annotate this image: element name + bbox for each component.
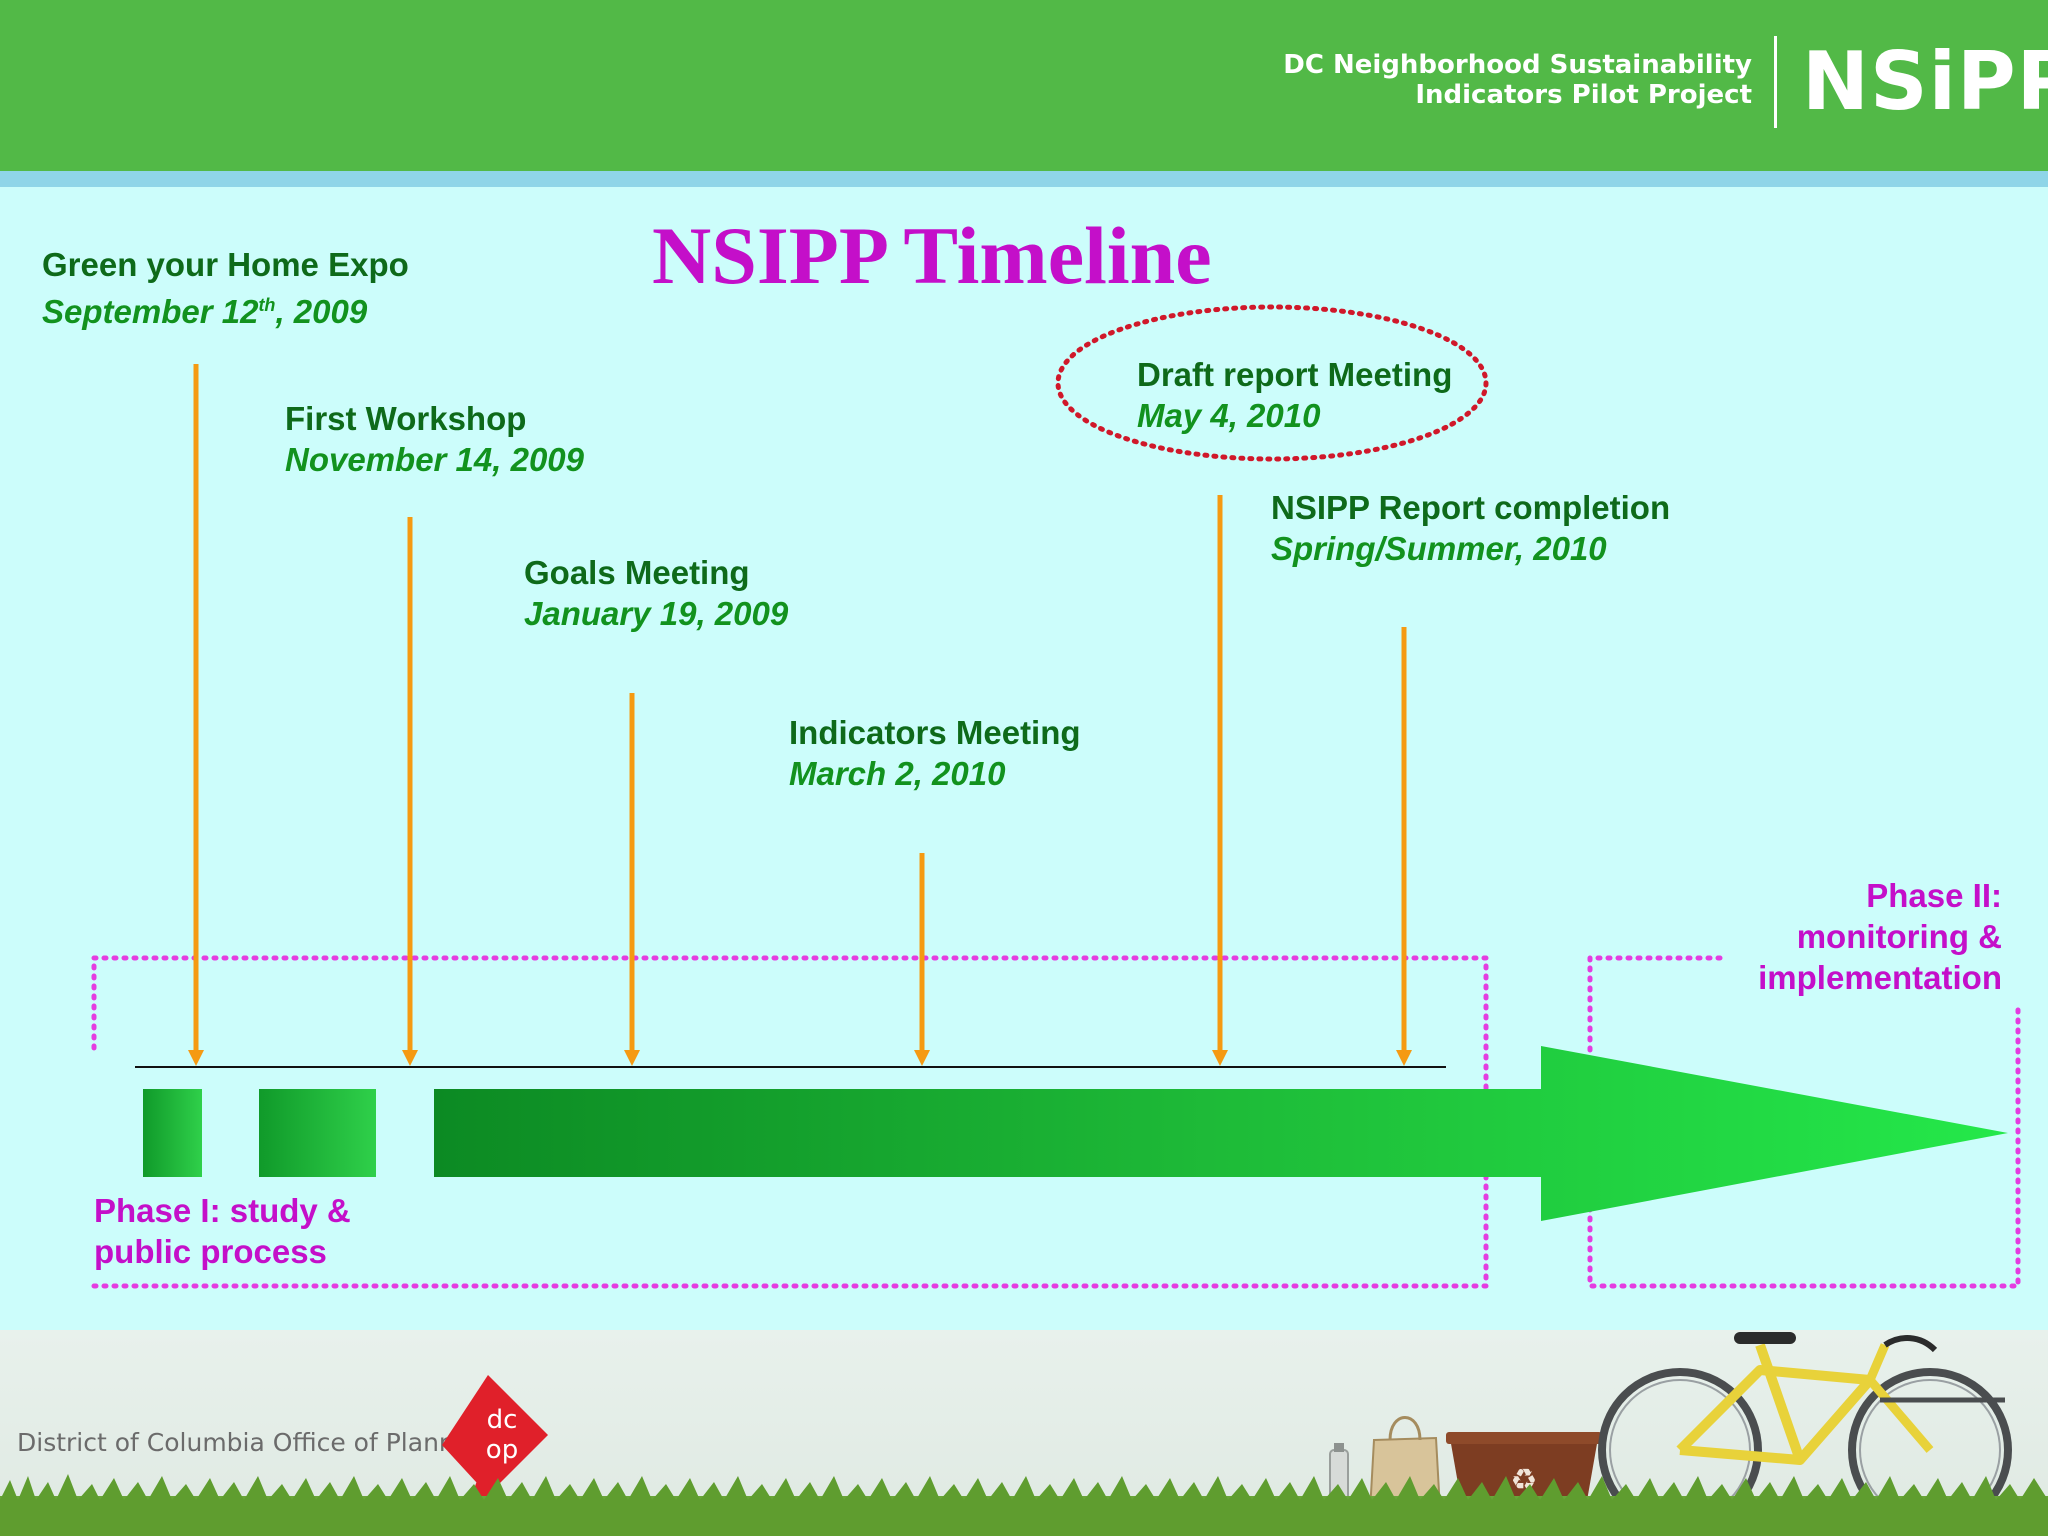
event-date: Spring/Summer, 2010 xyxy=(1271,530,1607,567)
phase2-label-line2: monitoring & xyxy=(1796,918,2002,955)
page-title: NSIPP Timeline xyxy=(652,210,1212,301)
event-date: January 19, 2009 xyxy=(524,595,789,632)
event-name: First Workshop xyxy=(285,400,527,437)
connector-arrowhead-1 xyxy=(188,1050,204,1066)
phase1-label: Phase I: study & public process xyxy=(94,1190,351,1272)
phase1-box xyxy=(91,955,1489,1289)
event-date: March 2, 2010 xyxy=(789,755,1006,792)
svg-text:op: op xyxy=(486,1435,518,1465)
phase2-label-line1: Phase II: xyxy=(1866,877,2002,914)
event-draft-report-meeting: Draft report Meeting May 4, 2010 xyxy=(1137,354,1452,436)
header-bar xyxy=(0,0,2048,171)
event-goals-meeting: Goals Meeting January 19, 2009 xyxy=(524,552,788,634)
event-indicators-meeting: Indicators Meeting March 2, 2010 xyxy=(789,712,1081,794)
event-name: NSIPP Report completion xyxy=(1271,489,1671,526)
event-name: Goals Meeting xyxy=(524,554,750,591)
event-name: Draft report Meeting xyxy=(1137,356,1453,393)
timeline-segment-2 xyxy=(259,1089,376,1177)
event-green-home-expo: Green your Home Expo September 12th, 200… xyxy=(42,244,409,332)
event-date-main: September 12 xyxy=(42,293,259,330)
timeline-segment-1 xyxy=(143,1089,202,1177)
connector-arrowhead-5 xyxy=(1212,1050,1228,1066)
phase2-box xyxy=(1587,955,2021,1289)
phase2-label-line3: implementation xyxy=(1758,959,2002,996)
footer-office-text: District of Columbia Office of Planning xyxy=(17,1428,494,1457)
dcop-logo: dc op xyxy=(442,1375,548,1500)
connector-arrowhead-3 xyxy=(624,1050,640,1066)
header-divider xyxy=(1774,36,1777,128)
grass-icon xyxy=(0,1474,2048,1536)
event-name: Indicators Meeting xyxy=(789,714,1081,751)
phase1-label-line2: public process xyxy=(94,1233,327,1270)
event-date-suffix: th xyxy=(258,295,276,315)
header-org-line2: Indicators Pilot Project xyxy=(1415,80,1752,110)
timeline-main-arrow xyxy=(434,1046,2008,1221)
event-date: November 14, 2009 xyxy=(285,441,585,478)
phase1-label-line1: Phase I: study & xyxy=(94,1192,351,1229)
highlight-ellipse xyxy=(1055,304,1489,462)
event-name: Green your Home Expo xyxy=(42,246,409,283)
nsipp-logo: NSiPP xyxy=(1802,35,2048,128)
header-accent-strip xyxy=(0,171,2048,187)
event-date: September 12th, 2009 xyxy=(42,285,409,332)
header-org-name: DC Neighborhood Sustainability Indicator… xyxy=(1283,50,1752,110)
header-org-line1: DC Neighborhood Sustainability xyxy=(1283,50,1752,80)
event-date: May 4, 2010 xyxy=(1137,397,1321,434)
event-first-workshop: First Workshop November 14, 2009 xyxy=(285,398,584,480)
connector-arrowhead-6 xyxy=(1396,1050,1412,1066)
phase2-label: Phase II: monitoring & implementation xyxy=(1758,875,2002,998)
event-report-completion: NSIPP Report completion Spring/Summer, 2… xyxy=(1271,487,1670,569)
event-date-year: , 2009 xyxy=(275,293,368,330)
connector-arrowhead-4 xyxy=(914,1050,930,1066)
connector-arrowhead-2 xyxy=(402,1050,418,1066)
svg-text:dc: dc xyxy=(487,1405,518,1435)
